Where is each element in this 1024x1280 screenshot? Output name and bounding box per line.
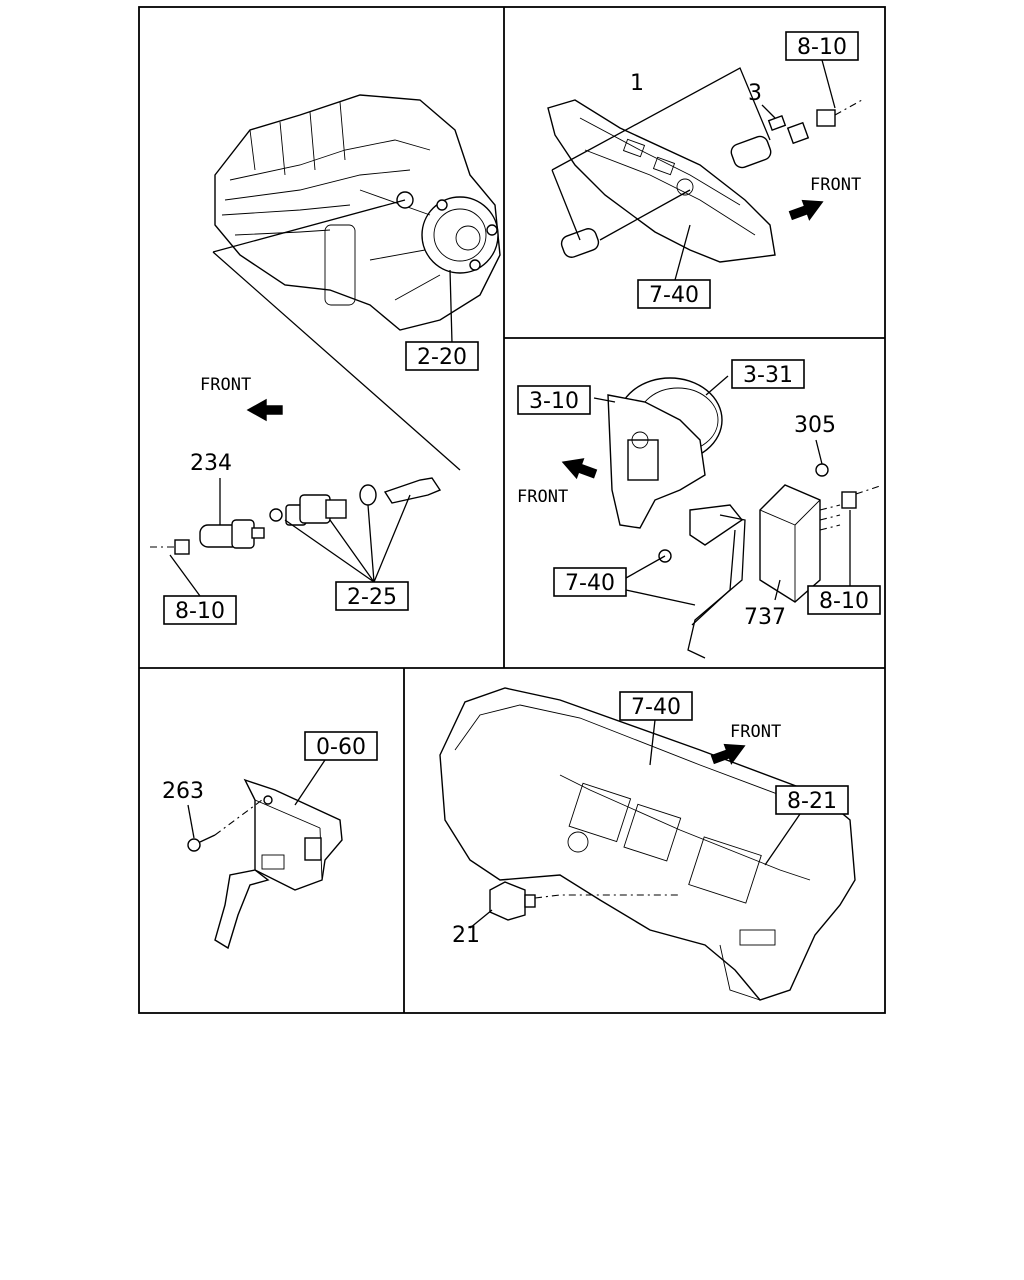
ref-box-8-10: 8-10 xyxy=(819,589,869,614)
ref-box-7-40: 7-40 xyxy=(565,571,615,596)
front-arrow-icon xyxy=(246,398,283,422)
panel-top-right: 1 3 FRONT 8-10 7-40 xyxy=(547,31,863,309)
panel-top-left: FRONT 234 2-20 8-10 2-25 xyxy=(150,94,501,625)
connector-icon xyxy=(841,491,857,509)
nut-305-icon xyxy=(815,463,829,477)
ref-box-2-25: 2-25 xyxy=(347,585,397,610)
part-number-305: 305 xyxy=(794,413,836,438)
ref-box-2-20: 2-20 xyxy=(417,345,467,370)
front-label: FRONT xyxy=(200,375,251,395)
panel-bottom-right: 21 FRONT 7-40 8-21 xyxy=(439,687,856,1001)
ref-box-8-10: 8-10 xyxy=(797,35,847,60)
instrument-panel-illustration xyxy=(439,687,856,1001)
switch-part-1 xyxy=(560,109,836,258)
front-label: FRONT xyxy=(730,722,781,742)
bracket-module-illustration xyxy=(214,778,343,950)
screw-263-icon xyxy=(187,834,216,852)
part-number-3: 3 xyxy=(748,81,762,106)
part-number-1: 1 xyxy=(630,71,644,96)
ref-box-7-40: 7-40 xyxy=(631,695,681,720)
switch-part-21 xyxy=(489,881,536,921)
front-arrow-icon xyxy=(561,458,598,480)
panel-bottom-left: 263 0-60 xyxy=(162,731,378,950)
part-number-737: 737 xyxy=(744,605,786,630)
ref-box-3-31: 3-31 xyxy=(743,363,793,388)
ref-box-3-10: 3-10 xyxy=(529,389,579,414)
part-number-21: 21 xyxy=(452,923,480,948)
front-label: FRONT xyxy=(810,175,861,195)
console-bracket-illustration xyxy=(547,99,776,263)
ref-box-8-10: 8-10 xyxy=(175,599,225,624)
controller-737 xyxy=(759,484,821,603)
brake-booster-illustration xyxy=(607,377,746,659)
front-arrow-icon xyxy=(710,743,746,765)
part-number-234: 234 xyxy=(190,451,232,476)
speed-sensor-234 xyxy=(199,519,265,549)
panel-middle-right: FRONT 305 737 3-31 3-10 7-40 8-10 xyxy=(517,359,881,659)
part-number-263: 263 xyxy=(162,779,204,804)
ref-box-7-40: 7-40 xyxy=(649,283,699,308)
diagram-frame xyxy=(138,6,886,1014)
front-label: FRONT xyxy=(517,487,568,507)
ref-box-8-21: 8-21 xyxy=(787,789,837,814)
driven-gear-assembly xyxy=(269,477,442,526)
front-arrow-icon xyxy=(788,199,824,221)
ref-box-0-60: 0-60 xyxy=(316,735,366,760)
